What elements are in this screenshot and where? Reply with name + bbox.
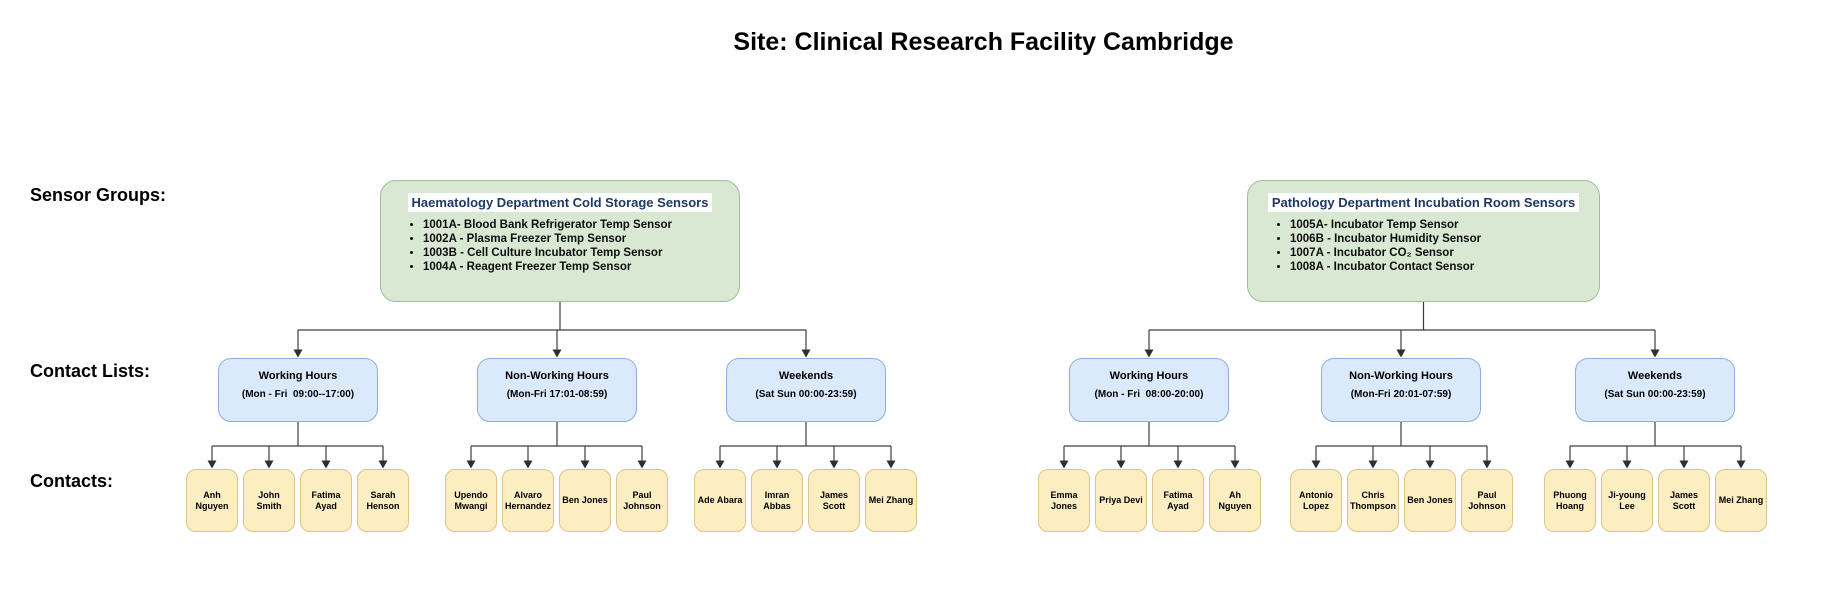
contact-list-name: Non-Working Hours (1349, 370, 1453, 382)
sensor-item: 1007A - Incubator CO₂ Sensor (1290, 247, 1599, 259)
contact-card: Antonio Lopez (1290, 469, 1342, 532)
contact-name: Anh Nguyen (195, 489, 229, 511)
sensor-group-title: Pathology Department Incubation Room Sen… (1267, 193, 1580, 212)
contact-name: Sarah Henson (366, 489, 400, 511)
row-label-sensor-groups: Sensor Groups: (30, 185, 167, 205)
contact-list-schedule: (Mon-Fri 20:01-07:59) (1350, 389, 1452, 400)
contact-list-box-weekends: Weekends (Sat Sun 00:00-23:59) (726, 358, 886, 422)
sensor-list: 1005A- Incubator Temp Sensor 1006B - Inc… (1248, 219, 1599, 273)
contact-name: Emma Jones (1050, 489, 1078, 511)
contact-card: Upendo Mwangi (445, 469, 497, 532)
sensor-item: 1008A - Incubator Contact Sensor (1290, 261, 1599, 273)
contact-name: John Smith (256, 489, 282, 511)
contact-name: Priya Devi (1099, 495, 1143, 506)
sensor-group-title-row: Pathology Department Incubation Room Sen… (1248, 193, 1599, 212)
contact-list-box-non-working-hours: Non-Working Hours (Mon-Fri 17:01-08:59) (477, 358, 637, 422)
sensor-group-title-row: Haematology Department Cold Storage Sens… (381, 193, 739, 212)
contact-card: Alvaro Hernandez (502, 469, 554, 532)
contact-name: Ben Jones (1407, 495, 1453, 506)
contact-list-schedule: (Sat Sun 00:00-23:59) (755, 389, 857, 400)
contact-card: Paul Johnson (1461, 469, 1513, 532)
contact-card: James Scott (1658, 469, 1710, 532)
contact-name: Imran Abbas (763, 489, 791, 511)
contact-row: Anh Nguyen John Smith Fatima Ayad Sarah … (186, 469, 409, 532)
contact-list-box-working-hours: Working Hours (Mon - Fri 09:00--17:00) (218, 358, 378, 422)
page-title: Site: Clinical Research Facility Cambrid… (733, 28, 1234, 56)
contact-name: Upendo Mwangi (454, 489, 488, 511)
contact-name: Antonio Lopez (1299, 489, 1333, 511)
contact-row: Phuong Hoang Ji-young Lee James Scott Me… (1544, 469, 1767, 532)
sensor-group-box: Pathology Department Incubation Room Sen… (1247, 180, 1600, 302)
contact-name: Ji-young Lee (1608, 489, 1646, 511)
contact-card: Ben Jones (1404, 469, 1456, 532)
contact-name: Ben Jones (562, 495, 608, 506)
contact-card: Phuong Hoang (1544, 469, 1596, 532)
contact-name: Alvaro Hernandez (505, 489, 552, 511)
row-label-contact-lists: Contact Lists: (30, 361, 151, 381)
contact-name: Paul Johnson (623, 489, 661, 511)
contact-card: James Scott (808, 469, 860, 532)
contact-card: Mei Zhang (865, 469, 917, 532)
contact-card: Imran Abbas (751, 469, 803, 532)
contact-row: Upendo Mwangi Alvaro Hernandez Ben Jones… (445, 469, 668, 532)
contact-list-name: Working Hours (1109, 370, 1189, 382)
contact-list-schedule: (Mon - Fri 08:00-20:00) (1094, 389, 1204, 400)
sensor-item: 1003B - Cell Culture Incubator Temp Sens… (423, 247, 739, 259)
contact-list-box-weekends: Weekends (Sat Sun 00:00-23:59) (1575, 358, 1735, 422)
contact-card: Ade Abara (694, 469, 746, 532)
contact-card: Ben Jones (559, 469, 611, 532)
sensor-item: 1002A - Plasma Freezer Temp Sensor (423, 233, 739, 245)
contact-name: Chris Thompson (1350, 489, 1396, 511)
sensor-list: 1001A- Blood Bank Refrigerator Temp Sens… (381, 219, 739, 273)
contact-name: James Scott (819, 489, 849, 511)
contact-name: Mei Zhang (868, 495, 914, 506)
contact-list-name: Non-Working Hours (505, 370, 609, 382)
sensor-item: 1006B - Incubator Humidity Sensor (1290, 233, 1599, 245)
row-label-contacts: Contacts: (30, 471, 114, 491)
contact-name: Ah Nguyen (1218, 489, 1252, 511)
contact-card: John Smith (243, 469, 295, 532)
contact-name: Fatima Ayad (311, 489, 341, 511)
contact-card: Emma Jones (1038, 469, 1090, 532)
contact-card: Fatima Ayad (1152, 469, 1204, 532)
sensor-group-title: Haematology Department Cold Storage Sens… (407, 193, 713, 212)
contact-name: Ade Abara (697, 495, 743, 506)
sensor-group-box: Haematology Department Cold Storage Sens… (380, 180, 740, 302)
contact-card: Priya Devi (1095, 469, 1147, 532)
contact-list-schedule: (Mon - Fri 09:00--17:00) (241, 389, 355, 400)
contact-name: James Scott (1669, 489, 1699, 511)
contact-list-schedule: (Mon-Fri 17:01-08:59) (506, 389, 608, 400)
contact-name: Phuong Hoang (1553, 489, 1587, 511)
contact-card: Ji-young Lee (1601, 469, 1653, 532)
contact-row: Emma Jones Priya Devi Fatima Ayad Ah Ngu… (1038, 469, 1261, 532)
sensor-item: 1001A- Blood Bank Refrigerator Temp Sens… (423, 219, 739, 231)
contact-row: Ade Abara Imran Abbas James Scott Mei Zh… (694, 469, 917, 532)
contact-name: Paul Johnson (1468, 489, 1506, 511)
contact-card: Sarah Henson (357, 469, 409, 532)
contact-row: Antonio Lopez Chris Thompson Ben Jones P… (1290, 469, 1513, 532)
contact-list-name: Working Hours (258, 370, 338, 382)
contact-card: Ah Nguyen (1209, 469, 1261, 532)
contact-list-name: Weekends (1627, 370, 1683, 382)
contact-list-schedule: (Sat Sun 00:00-23:59) (1604, 389, 1706, 400)
contact-list-box-working-hours: Working Hours (Mon - Fri 08:00-20:00) (1069, 358, 1229, 422)
contact-name: Fatima Ayad (1163, 489, 1193, 511)
contact-card: Paul Johnson (616, 469, 668, 532)
contact-card: Chris Thompson (1347, 469, 1399, 532)
sensor-item: 1004A - Reagent Freezer Temp Sensor (423, 261, 739, 273)
contact-list-name: Weekends (778, 370, 834, 382)
contact-card: Fatima Ayad (300, 469, 352, 532)
contact-card: Mei Zhang (1715, 469, 1767, 532)
contact-list-box-non-working-hours: Non-Working Hours (Mon-Fri 20:01-07:59) (1321, 358, 1481, 422)
contact-name: Mei Zhang (1718, 495, 1764, 506)
contact-card: Anh Nguyen (186, 469, 238, 532)
sensor-item: 1005A- Incubator Temp Sensor (1290, 219, 1599, 231)
